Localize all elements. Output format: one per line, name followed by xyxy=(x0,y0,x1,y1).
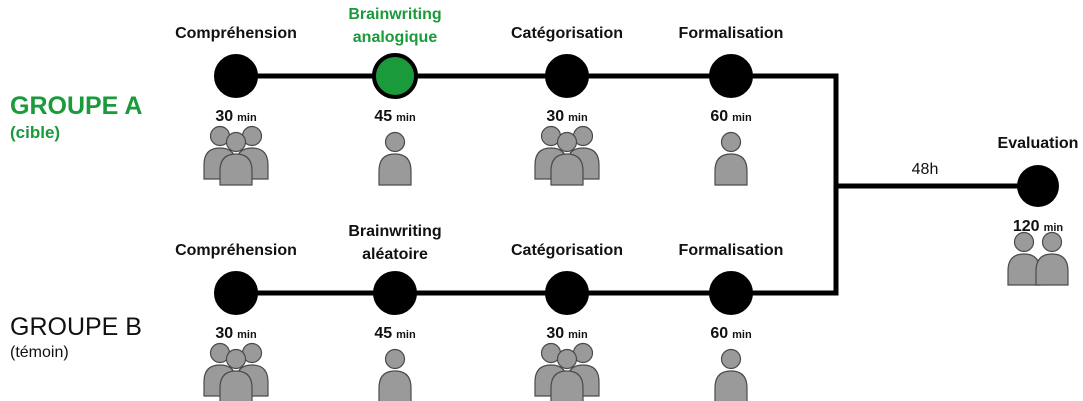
evaluation-label: Evaluation xyxy=(998,135,1079,152)
evaluation-person-icon xyxy=(1035,231,1069,286)
group-b-step-3-duration: 30 min xyxy=(546,325,588,342)
group-b-step-4-duration-unit: min xyxy=(732,329,752,341)
group-a-step-1-duration-value: 30 xyxy=(215,108,233,125)
group-a-step-2-person-icon xyxy=(378,131,412,186)
group-b-step-2-label: aléatoire xyxy=(362,246,428,263)
group-a-step-2-label: Brainwriting xyxy=(348,6,441,23)
evaluation-duration-value: 120 xyxy=(1013,218,1040,235)
group-a-step-4-duration: 60 min xyxy=(710,108,752,125)
group-b-subtitle: (témoin) xyxy=(10,344,69,361)
group-a-step-3-person-icon xyxy=(550,131,584,186)
group-b-step-3-label: Catégorisation xyxy=(511,242,623,259)
group-a-step-2-label: analogique xyxy=(353,29,438,46)
group-a-step-4-duration-value: 60 xyxy=(710,108,728,125)
group-b-step-4-person-icon xyxy=(714,348,748,401)
group-b-step-2-duration: 45 min xyxy=(374,325,416,342)
group-a-step-1-duration-unit: min xyxy=(237,112,257,124)
group-b-step-4-label: Formalisation xyxy=(679,242,784,259)
group-a-step-1-person-icon xyxy=(219,131,253,186)
evaluation-node xyxy=(1017,165,1059,207)
group-a-subtitle: (cible) xyxy=(10,123,60,142)
group-b-step-4-duration-value: 60 xyxy=(710,325,728,342)
group-b-step-4-node xyxy=(709,271,753,315)
group-b-step-1-duration: 30 min xyxy=(215,325,257,342)
group-a-step-3-duration-value: 30 xyxy=(546,108,564,125)
delay-label: 48h xyxy=(912,161,939,178)
group-b-step-1-node xyxy=(214,271,258,315)
group-b-step-3-duration-unit: min xyxy=(568,329,588,341)
group-a-step-3-label: Catégorisation xyxy=(511,25,623,42)
group-a-step-4-duration-unit: min xyxy=(732,112,752,124)
group-a-title: GROUPE A xyxy=(10,92,142,120)
connector-lines xyxy=(233,73,1041,296)
group-a-step-2-duration-value: 45 xyxy=(374,108,392,125)
group-b-step-3-duration-value: 30 xyxy=(546,325,564,342)
group-b-step-1-label: Compréhension xyxy=(175,242,297,259)
group-a-step-3-node xyxy=(545,54,589,98)
evaluation-duration-unit: min xyxy=(1044,222,1064,234)
group-b-step-2-node xyxy=(373,271,417,315)
group-b-step-4-duration: 60 min xyxy=(710,325,752,342)
group-b-step-2-duration-unit: min xyxy=(396,329,416,341)
group-a-step-4-label: Formalisation xyxy=(679,25,784,42)
group-b-step-3-node xyxy=(545,271,589,315)
evaluation-person-icon xyxy=(1007,231,1041,286)
group-a-step-2-node xyxy=(372,53,418,99)
group-a-step-3-duration: 30 min xyxy=(546,108,588,125)
group-a-step-2-duration: 45 min xyxy=(374,108,416,125)
group-a-step-3-duration-unit: min xyxy=(568,112,588,124)
group-b-title: GROUPE B xyxy=(10,313,142,341)
group-b-step-1-person-icon xyxy=(219,348,253,401)
group-b-step-2-person-icon xyxy=(378,348,412,401)
group-b-step-1-duration-unit: min xyxy=(237,329,257,341)
group-b-step-2-label: Brainwriting xyxy=(348,223,441,240)
evaluation-duration: 120 min xyxy=(1013,218,1064,235)
group-b-step-2-duration-value: 45 xyxy=(374,325,392,342)
group-a-step-4-node xyxy=(709,54,753,98)
group-b-step-1-duration-value: 30 xyxy=(215,325,233,342)
group-a-step-1-node xyxy=(214,54,258,98)
group-a-step-1-label: Compréhension xyxy=(175,25,297,42)
group-b-step-3-person-icon xyxy=(550,348,584,401)
group-a-step-4-person-icon xyxy=(714,131,748,186)
group-a-step-1-duration: 30 min xyxy=(215,108,257,125)
group-a-step-2-duration-unit: min xyxy=(396,112,416,124)
